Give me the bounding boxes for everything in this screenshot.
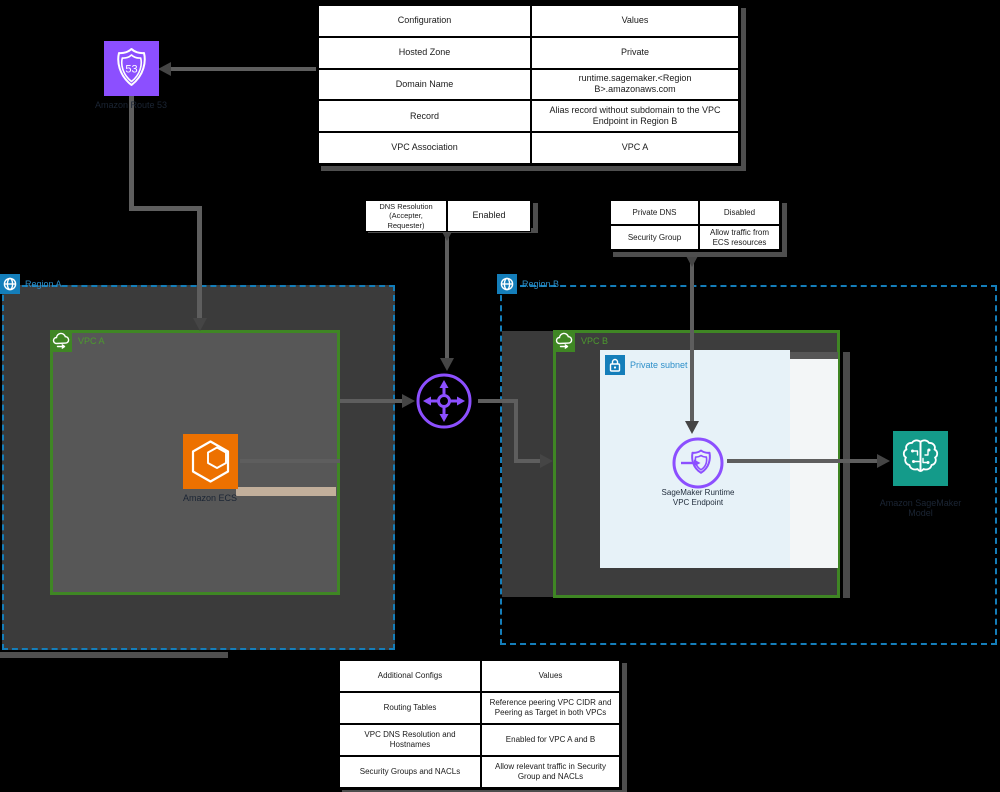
arrowhead-pdnstable — [685, 254, 699, 267]
ecs-connector-highlight — [236, 487, 336, 496]
vpc-b-right-connector — [843, 352, 850, 598]
vpc-icon — [50, 330, 72, 352]
vpc-a-label: VPC A — [78, 336, 105, 346]
arrowhead-into-peering-top — [440, 358, 454, 371]
ecs-icon — [183, 434, 238, 489]
private-dns-table: Private DNS Disabled Security Group Allo… — [608, 198, 782, 252]
vpc-b-label: VPC B — [581, 336, 609, 346]
table-cell: Routing Tables — [339, 692, 481, 724]
vpc-endpoint-icon — [670, 435, 726, 491]
line-endpoint-to-sagemaker — [727, 459, 879, 463]
region-b-box — [500, 285, 997, 645]
private-subnet-label: Private subnet — [630, 360, 688, 370]
arrowhead-into-sagemaker — [877, 454, 890, 468]
line-route53-elbow — [129, 206, 202, 211]
line-peering-down — [514, 399, 518, 463]
table-cell: Security Group — [610, 225, 699, 250]
table-cell: Additional Configs — [339, 660, 481, 692]
vpc-icon — [553, 330, 575, 352]
line-peering-to-vpc-b — [514, 459, 542, 463]
lock-icon — [605, 355, 625, 375]
region-a-label: Region A — [25, 279, 62, 289]
table-cell: VPC A — [531, 132, 739, 164]
line-vpc-a-to-peering — [340, 399, 402, 403]
table-cell: Allow relevant traffic in Security Group… — [481, 756, 620, 788]
table-cell: Allow traffic from ECS resources — [699, 225, 780, 250]
sagemaker-label-line2: Model — [908, 508, 933, 518]
table-cell: Enabled for VPC A and B — [481, 724, 620, 756]
table-cell: runtime.sagemaker.<Region B>.amazonaws.c… — [531, 68, 739, 101]
arrowhead-into-vpc-b — [540, 454, 553, 468]
table-cell: VPC Association — [318, 132, 531, 164]
arrowhead-into-endpoint-top — [685, 421, 699, 434]
line-ecs-to-vpc-a-edge — [240, 459, 340, 463]
ecs-label: Amazon ECS — [182, 493, 238, 503]
arrowhead-into-vpc-a — [193, 318, 207, 331]
endpoint-label-line1: SageMaker Runtime — [661, 488, 735, 497]
endpoint-label: SageMaker Runtime VPC Endpoint — [637, 488, 759, 508]
subnet-side-panel-bar — [790, 352, 838, 359]
line-pdnstable-to-endpoint — [690, 252, 694, 424]
sagemaker-icon — [893, 431, 948, 486]
arrowhead-into-route53 — [158, 62, 171, 76]
region-icon — [0, 274, 20, 294]
table-cell: Enabled — [447, 200, 531, 233]
table-cell: DNS Resolution (Accepter, Requester) — [365, 200, 447, 233]
table-cell: Security Groups and NACLs — [339, 756, 481, 788]
sagemaker-label-line1: Amazon SageMaker — [879, 498, 962, 508]
svg-text:53: 53 — [125, 64, 137, 76]
table-cell: Configuration — [318, 5, 531, 37]
table-cell: Private — [531, 36, 739, 69]
table-cell: Alias record without subdomain to the VP… — [531, 100, 739, 133]
region-a-bottom-connector — [0, 652, 228, 658]
table-cell: Values — [531, 5, 739, 37]
line-peering-out-right — [478, 399, 518, 403]
table-cell: VPC DNS Resolution and Hostnames — [339, 724, 481, 756]
route53-label: Amazon Route 53 — [94, 100, 168, 110]
line-route53-to-vpc-a — [197, 206, 202, 320]
table-cell: Reference peering VPC CIDR and Peering a… — [481, 692, 620, 724]
additional-configs-table: Additional Configs Values Routing Tables… — [337, 658, 622, 790]
region-b-label: Region B — [522, 279, 560, 289]
line-table-to-route53 — [163, 67, 316, 71]
line-route53-down — [129, 94, 134, 210]
table-cell: Record — [318, 100, 531, 133]
region-icon — [497, 274, 517, 294]
sagemaker-label: Amazon SageMaker Model — [858, 498, 983, 518]
route53-config-table: Configuration Values Hosted Zone Private… — [316, 3, 741, 166]
dns-resolution-table: DNS Resolution (Accepter, Requester) Ena… — [363, 198, 533, 233]
endpoint-label-line2: VPC Endpoint — [672, 498, 724, 507]
table-cell: Domain Name — [318, 68, 531, 101]
vpc-peering-icon — [414, 371, 474, 431]
table-cell: Hosted Zone — [318, 36, 531, 69]
table-cell: Disabled — [699, 200, 780, 225]
table-cell: Private DNS — [610, 200, 699, 225]
line-dnstable-to-peering — [445, 226, 449, 362]
table-cell: Values — [481, 660, 620, 692]
route53-icon: 53 — [104, 41, 159, 96]
arrowhead-into-peering-left — [402, 394, 415, 408]
